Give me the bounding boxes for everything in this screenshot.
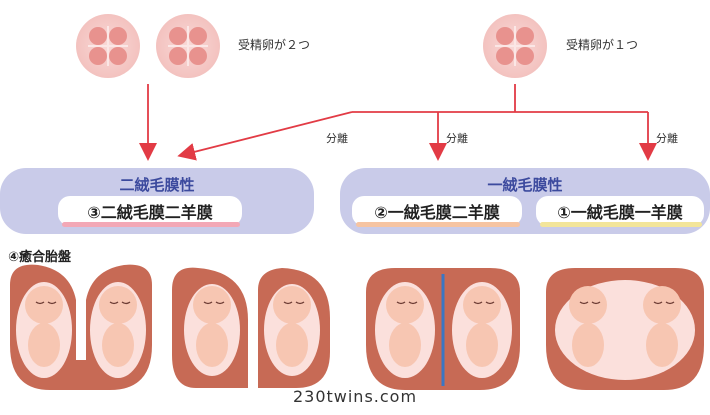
illustration-fused-placenta — [10, 264, 152, 390]
stripe-pink — [62, 222, 240, 227]
egg-left-2 — [156, 14, 220, 78]
panel-title-monochorionic: 一絨毛膜性 — [487, 176, 563, 194]
stripe-yellow — [540, 222, 702, 227]
arrow-to-left-panel — [177, 111, 353, 161]
stripe-orange — [356, 222, 520, 227]
membrane-dichorionic-diamniotic: ③二絨毛膜二羊膜 — [58, 196, 242, 226]
illustration-monochorionic-diamniotic — [366, 268, 520, 390]
label-fused-placenta: ④癒合胎盤 — [8, 250, 72, 265]
egg-right — [483, 14, 547, 78]
membrane-monochorionic-monoamniotic: ①一絨毛膜一羊膜 — [536, 196, 704, 226]
egg-left-1 — [76, 14, 140, 78]
arrows — [139, 84, 657, 161]
label-two-eggs: 受精卵が２つ — [238, 38, 311, 52]
label-split-3: 分離 — [656, 132, 678, 145]
panel-title-dichorionic: 二絨毛膜性 — [119, 176, 195, 194]
label-one-egg: 受精卵が１つ — [566, 38, 639, 52]
footer-site: 230twins.com — [292, 387, 418, 406]
illustration-monochorionic-monoamniotic — [546, 268, 704, 390]
membrane-monochorionic-diamniotic: ②一絨毛膜二羊膜 — [352, 196, 522, 226]
label-split-2: 分離 — [446, 132, 468, 145]
illustration-dichorionic — [172, 267, 330, 388]
label-split-1: 分離 — [326, 132, 348, 145]
